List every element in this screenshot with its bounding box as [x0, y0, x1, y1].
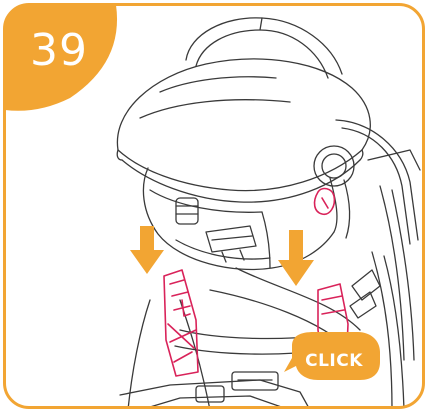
- step-number: 39: [14, 26, 104, 76]
- click-label: CLICK: [296, 351, 372, 371]
